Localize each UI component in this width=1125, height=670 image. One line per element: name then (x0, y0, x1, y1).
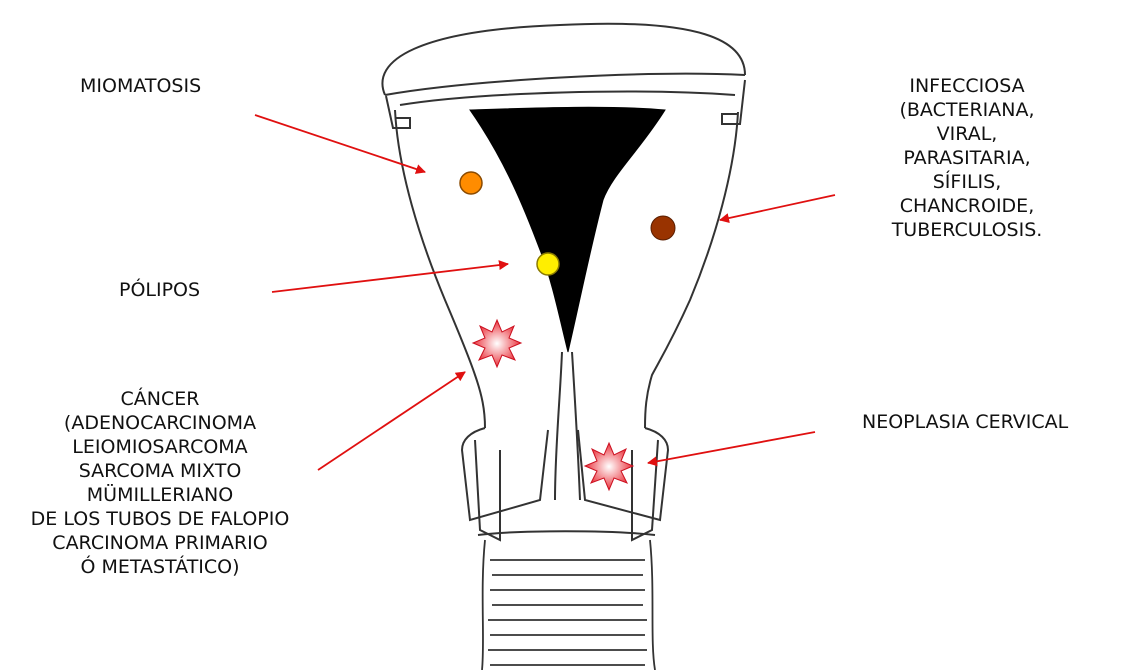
vaginal-fornix-left (475, 440, 500, 540)
uterine-cavity (470, 107, 665, 352)
cancer-line: CÁNCER (0, 387, 320, 411)
cancer-line: MÜMILLERIANO (0, 483, 320, 507)
miomatosis-label: MIOMATOSIS (80, 74, 201, 98)
cancer-line: DE LOS TUBOS DE FALOPIO (0, 507, 320, 531)
miomatosis-dot (460, 172, 482, 194)
cancer-line: CARCINOMA PRIMARIO (0, 531, 320, 555)
miomatosis-arrow (255, 115, 425, 172)
left-tube-stub (386, 96, 410, 128)
cervical-canal (555, 352, 580, 500)
uterus-fundus-top (382, 24, 745, 95)
polipos-dot (537, 253, 559, 275)
polipos-label: PÓLIPOS (119, 278, 200, 302)
cancer-line: LEIOMIOSARCOMA (0, 435, 320, 459)
cancer-starburst (473, 320, 521, 367)
vaginal-fornix-right (632, 440, 658, 540)
infecciosa-line: VIRAL, (862, 122, 1072, 146)
neoplasia-label: NEOPLASIA CERVICAL (862, 410, 1068, 434)
infecciosa-dot (651, 216, 675, 240)
cancer-line: (ADENOCARCINOMA (0, 411, 320, 435)
cervix (462, 428, 668, 540)
cancer-label: CÁNCER (ADENOCARCINOMA LEIOMIOSARCOMA SA… (0, 387, 320, 579)
infecciosa-label: INFECCIOSA (BACTERIANA, VIRAL, PARASITAR… (862, 74, 1072, 242)
infecciosa-line: (BACTERIANA, (862, 98, 1072, 122)
cancer-line: Ó METASTÁTICO) (0, 555, 320, 579)
cancer-arrow (318, 372, 465, 470)
neoplasia-arrow (648, 432, 815, 463)
neoplasia-starburst (585, 443, 633, 490)
right-tube-stub (722, 80, 745, 124)
infecciosa-line: PARASITARIA, (862, 146, 1072, 170)
infecciosa-line: INFECCIOSA (862, 74, 1072, 98)
cancer-line: SARCOMA MIXTO (0, 459, 320, 483)
fundus-inner-line (400, 92, 735, 105)
vaginal-top (478, 531, 655, 535)
infecciosa-line: TUBERCULOSIS. (862, 218, 1072, 242)
infecciosa-line: SÍFILIS, (862, 170, 1072, 194)
polipos-arrow (272, 264, 508, 292)
vagina (482, 540, 655, 670)
infecciosa-arrow (720, 195, 835, 220)
uterus-right-wall (645, 112, 738, 428)
infecciosa-line: CHANCROIDE, (862, 194, 1072, 218)
